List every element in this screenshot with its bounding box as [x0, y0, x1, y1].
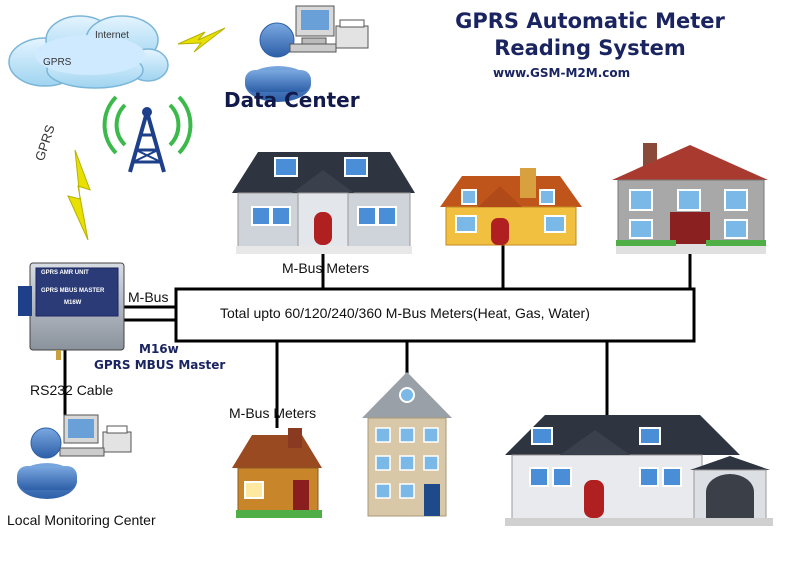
device-name-label: GPRS MBUS Master	[94, 358, 226, 372]
device-panel-line-3: M16W	[64, 300, 82, 306]
house-icon	[612, 143, 768, 254]
local-monitoring-center-label: Local Monitoring Center	[7, 512, 156, 528]
local-computer-icon	[59, 414, 132, 457]
m16w-device	[18, 262, 125, 360]
data-center-person-icon	[245, 22, 311, 102]
mbus-meters-bottom-label: M-Bus Meters	[229, 405, 317, 421]
data-center-computer-icon	[289, 5, 369, 53]
website-link[interactable]: www.GSM-M2M.com	[493, 66, 631, 80]
mbus-label: M-Bus	[128, 289, 169, 305]
rs232-label: RS232 Cable	[30, 382, 114, 398]
title-line-2: Reading System	[494, 36, 686, 60]
title-line-1: GPRS Automatic Meter	[455, 9, 725, 33]
bus-description: Total upto 60/120/240/360 M-Bus Meters(H…	[220, 305, 590, 321]
house-icon	[440, 168, 582, 246]
house-icon	[505, 415, 773, 526]
house-icon	[232, 152, 415, 254]
internet-cloud	[8, 15, 169, 89]
cloud-label-internet: Internet	[95, 30, 129, 41]
local-person-icon	[17, 427, 77, 499]
cloud-label-gprs: GPRS	[43, 57, 72, 68]
house-icon	[362, 372, 452, 517]
house-icon	[232, 428, 322, 518]
mbus-meters-top-label: M-Bus Meters	[282, 260, 370, 276]
data-center-label: Data Center	[224, 88, 360, 112]
lightning-icon	[177, 27, 226, 53]
lightning-icon	[67, 149, 91, 241]
mbus-bus	[63, 245, 696, 440]
cell-tower-icon	[102, 95, 193, 173]
device-model-label: M16w	[139, 342, 179, 356]
device-panel-line-1: GPRS AMR UNIT	[41, 270, 89, 276]
device-panel-line-2: GPRS MBUS MASTER	[41, 288, 105, 294]
